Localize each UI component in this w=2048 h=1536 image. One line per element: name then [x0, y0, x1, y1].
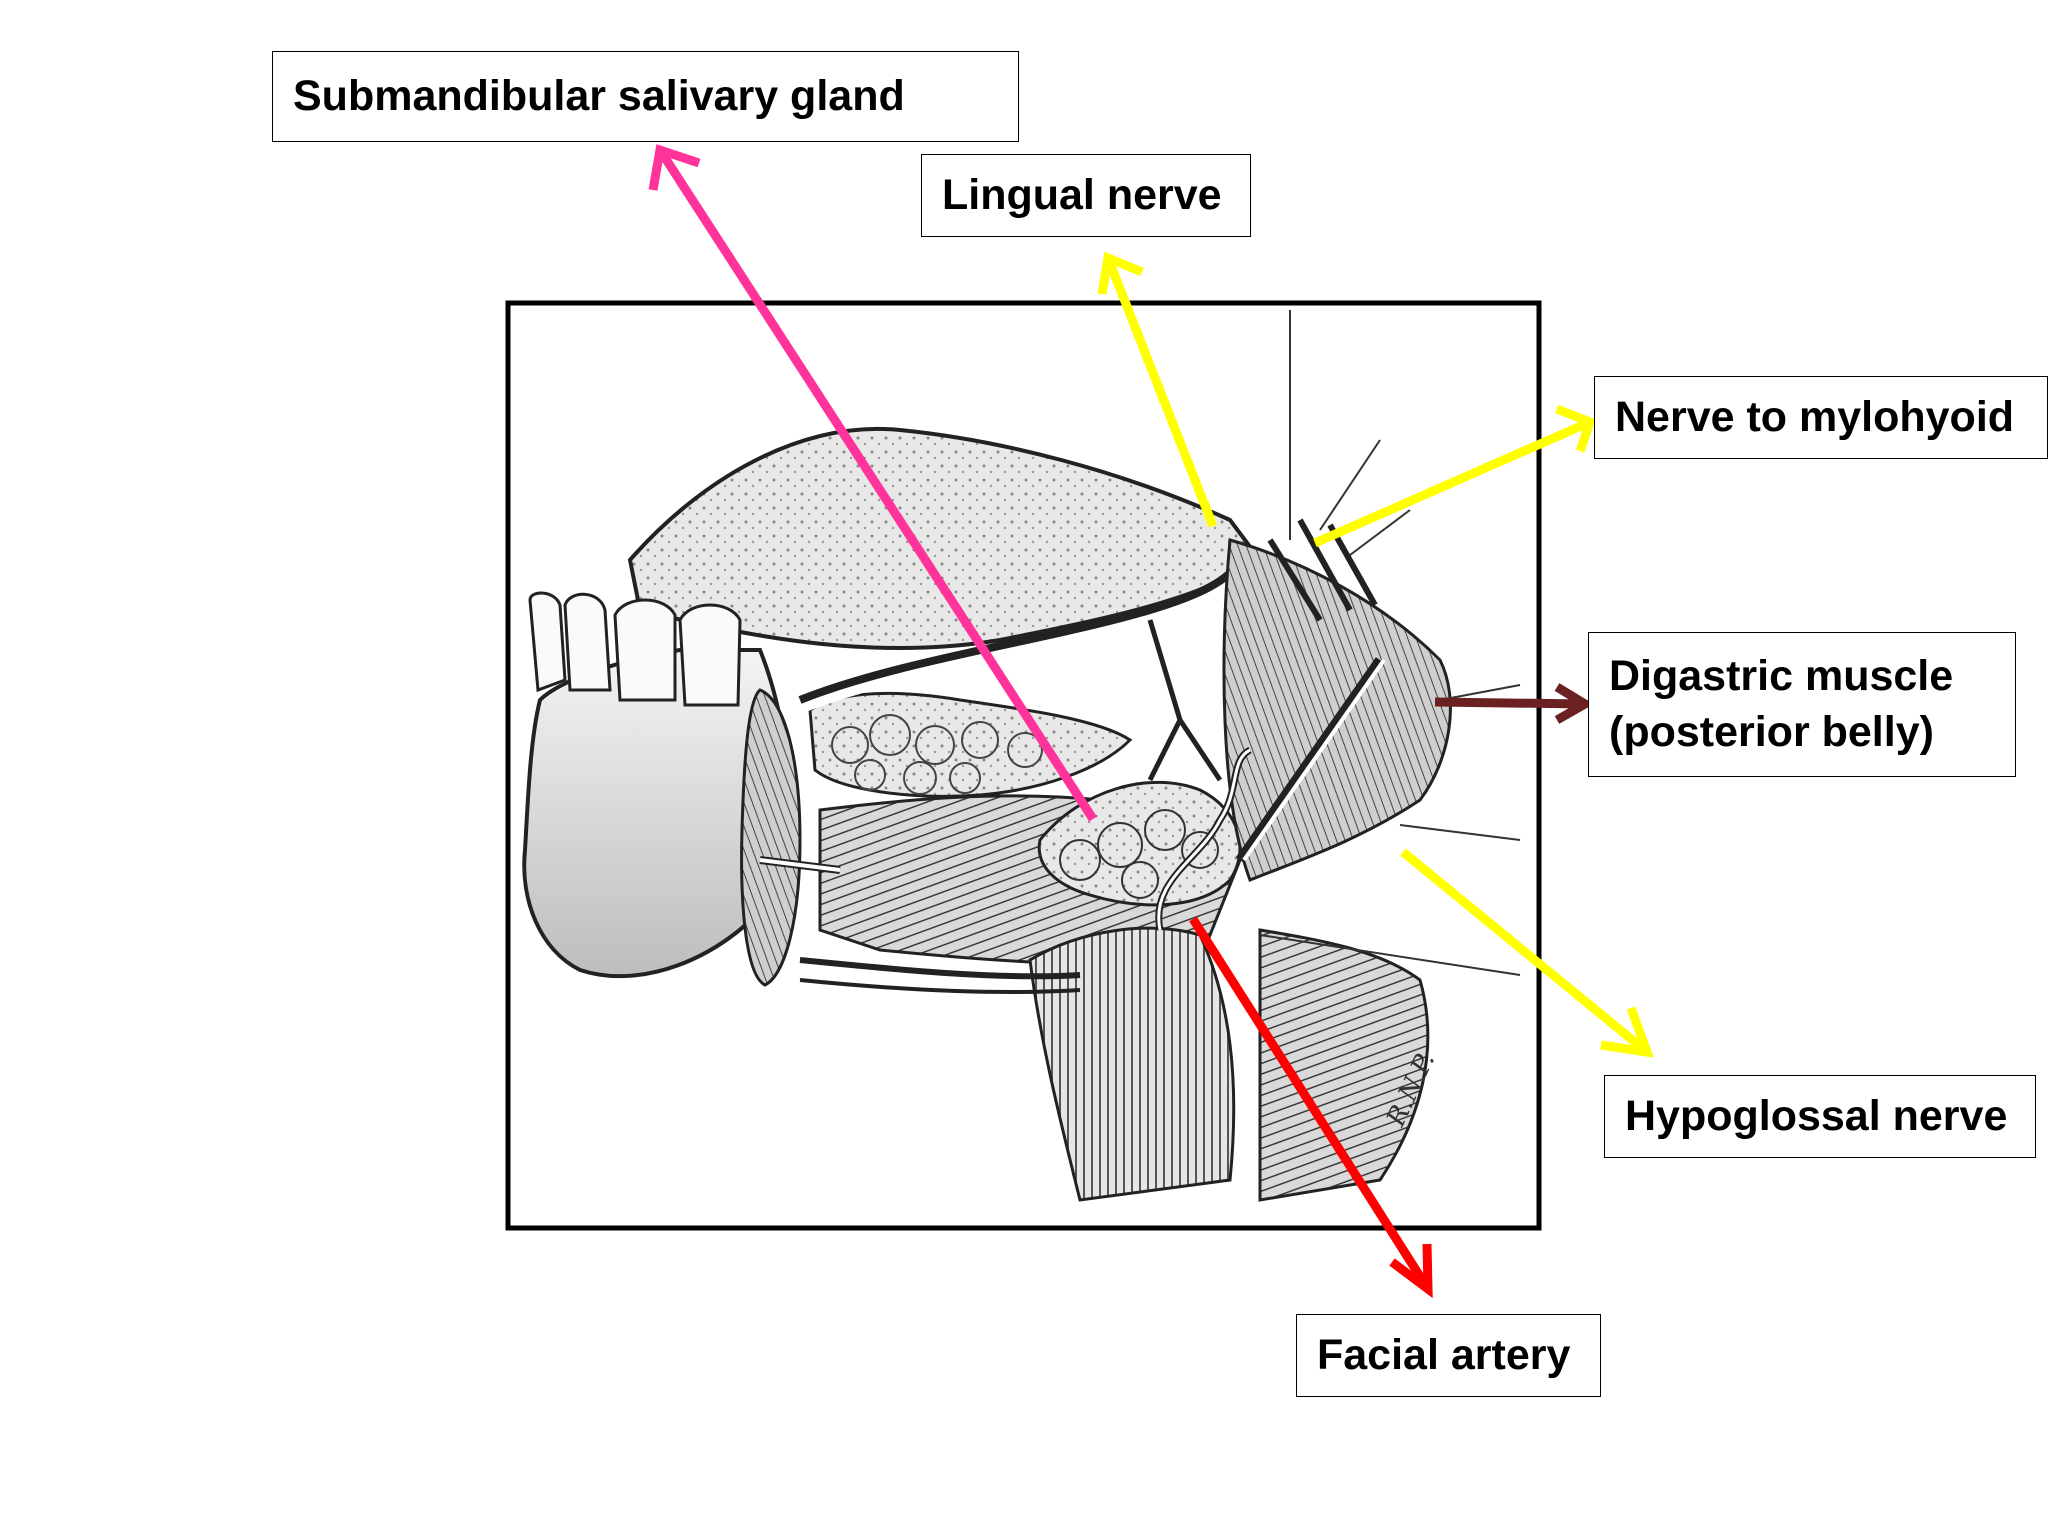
nerve-to-mylohyoid-label: Nerve to mylohyoid [1594, 376, 2048, 459]
digastric-arrow [1434, 683, 1594, 724]
mylohyoid-arrow [1313, 404, 1596, 548]
illustration-body [522, 310, 1521, 1202]
lingual-nerve-label: Lingual nerve [921, 154, 1251, 237]
digastric-label-line1: Digastric muscle [1609, 651, 1954, 700]
digastric-label-line2: (posterior belly) [1609, 707, 1934, 756]
submandibular-gland-label: Submandibular salivary gland [272, 51, 1019, 142]
submandibular-arrow [648, 144, 1097, 822]
lingual-nerve-arrow [1097, 251, 1218, 528]
digastric-muscle-label: Digastric muscle (posterior belly) [1588, 632, 2016, 777]
facial-artery-label: Facial artery [1296, 1314, 1601, 1397]
facial-artery-arrow [1189, 916, 1433, 1299]
hypoglossal-arrow [1400, 848, 1654, 1058]
hypoglossal-nerve-label: Hypoglossal nerve [1604, 1075, 2036, 1158]
